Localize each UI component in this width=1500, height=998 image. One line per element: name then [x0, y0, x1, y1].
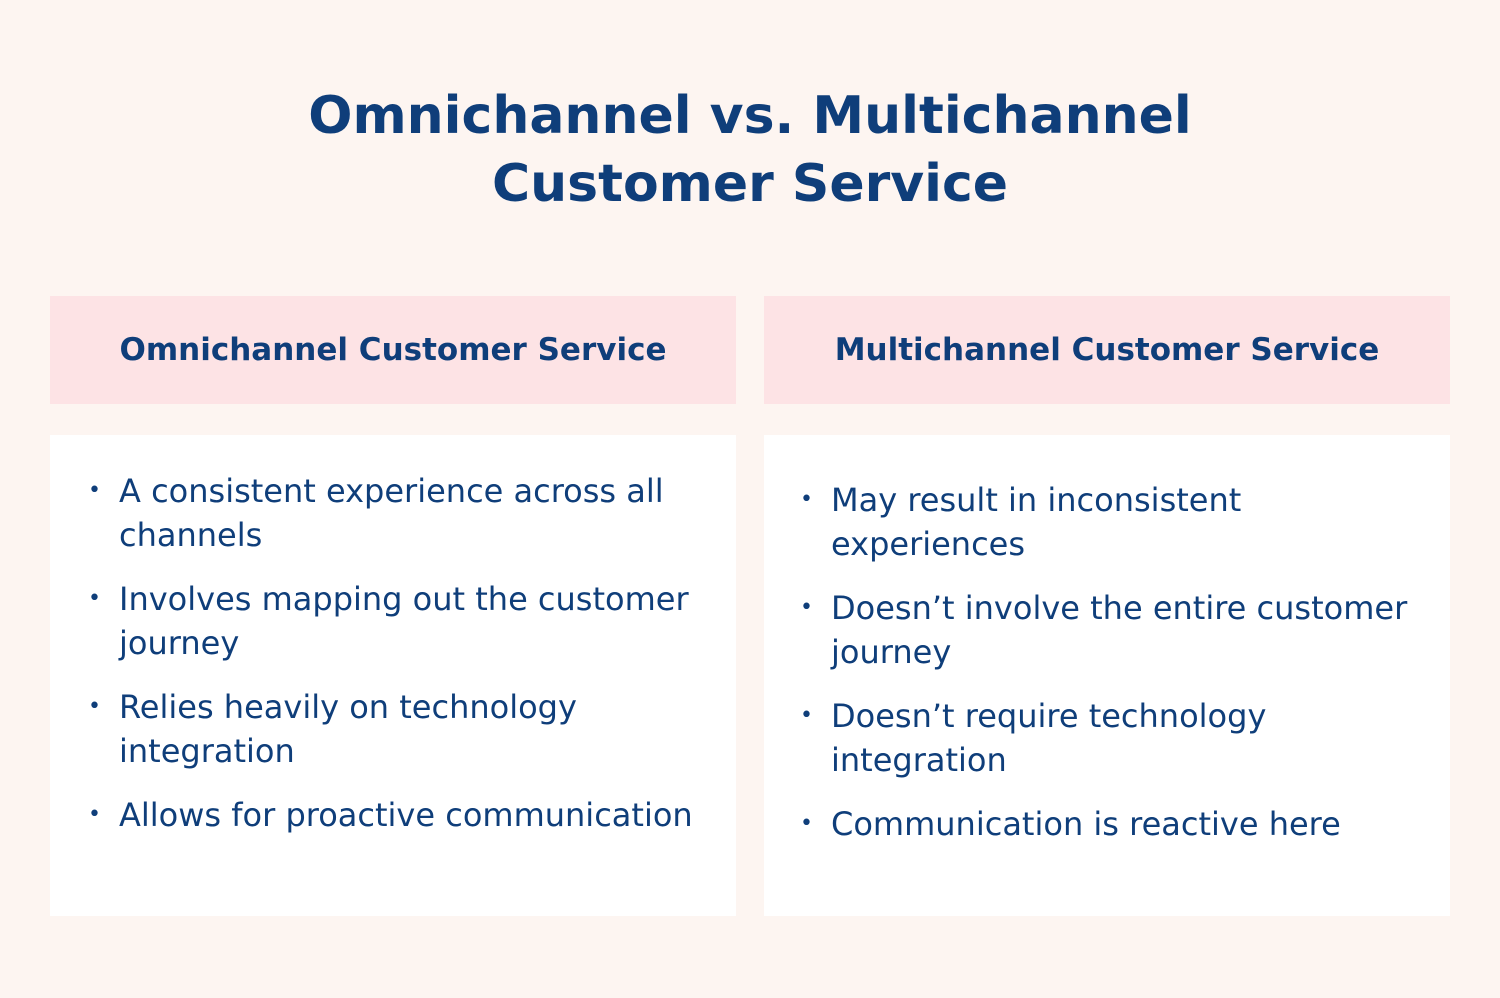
- bullet-icon: •: [800, 487, 813, 512]
- page-title: Omnichannel vs. Multichannel Customer Se…: [0, 82, 1500, 218]
- omnichannel-heading: Omnichannel Customer Service: [119, 332, 667, 368]
- multichannel-header: Multichannel Customer Service: [764, 296, 1450, 404]
- list-item: • Relies heavily on technology integrati…: [86, 685, 716, 773]
- page-title-line-1: Omnichannel vs. Multichannel: [308, 86, 1192, 146]
- bullet-icon: •: [88, 802, 101, 827]
- bullet-icon: •: [88, 586, 101, 611]
- multichannel-list: • May result in inconsistent experiences…: [798, 478, 1438, 866]
- list-item: • Doesn’t require technology integration: [798, 694, 1438, 782]
- omnichannel-card: • A consistent experience across all cha…: [50, 435, 736, 916]
- list-item: • Involves mapping out the customer jour…: [86, 577, 716, 665]
- list-item-text: Doesn’t require technology integration: [831, 697, 1267, 779]
- bullet-icon: •: [800, 811, 813, 836]
- omnichannel-header: Omnichannel Customer Service: [50, 296, 736, 404]
- list-item-text: May result in inconsistent experiences: [831, 481, 1242, 563]
- omnichannel-list: • A consistent experience across all cha…: [86, 469, 716, 857]
- list-item-text: Allows for proactive communication: [119, 796, 693, 834]
- bullet-icon: •: [800, 703, 813, 728]
- multichannel-card: • May result in inconsistent experiences…: [764, 435, 1450, 916]
- list-item-text: Communication is reactive here: [831, 805, 1341, 843]
- list-item: • May result in inconsistent experiences: [798, 478, 1438, 566]
- page-title-line-2: Customer Service: [491, 154, 1009, 214]
- bullet-icon: •: [800, 595, 813, 620]
- bullet-icon: •: [88, 694, 101, 719]
- list-item: • Doesn’t involve the entire customer jo…: [798, 586, 1438, 674]
- list-item-text: Relies heavily on technology integration: [119, 688, 577, 770]
- list-item: • Communication is reactive here: [798, 802, 1438, 846]
- list-item-text: Doesn’t involve the entire customer jour…: [831, 589, 1408, 671]
- bullet-icon: •: [88, 478, 101, 503]
- list-item-text: A consistent experience across all chann…: [119, 472, 664, 554]
- list-item: • Allows for proactive communication: [86, 793, 716, 837]
- multichannel-heading: Multichannel Customer Service: [834, 332, 1380, 368]
- list-item: • A consistent experience across all cha…: [86, 469, 716, 557]
- list-item-text: Involves mapping out the customer journe…: [119, 580, 689, 662]
